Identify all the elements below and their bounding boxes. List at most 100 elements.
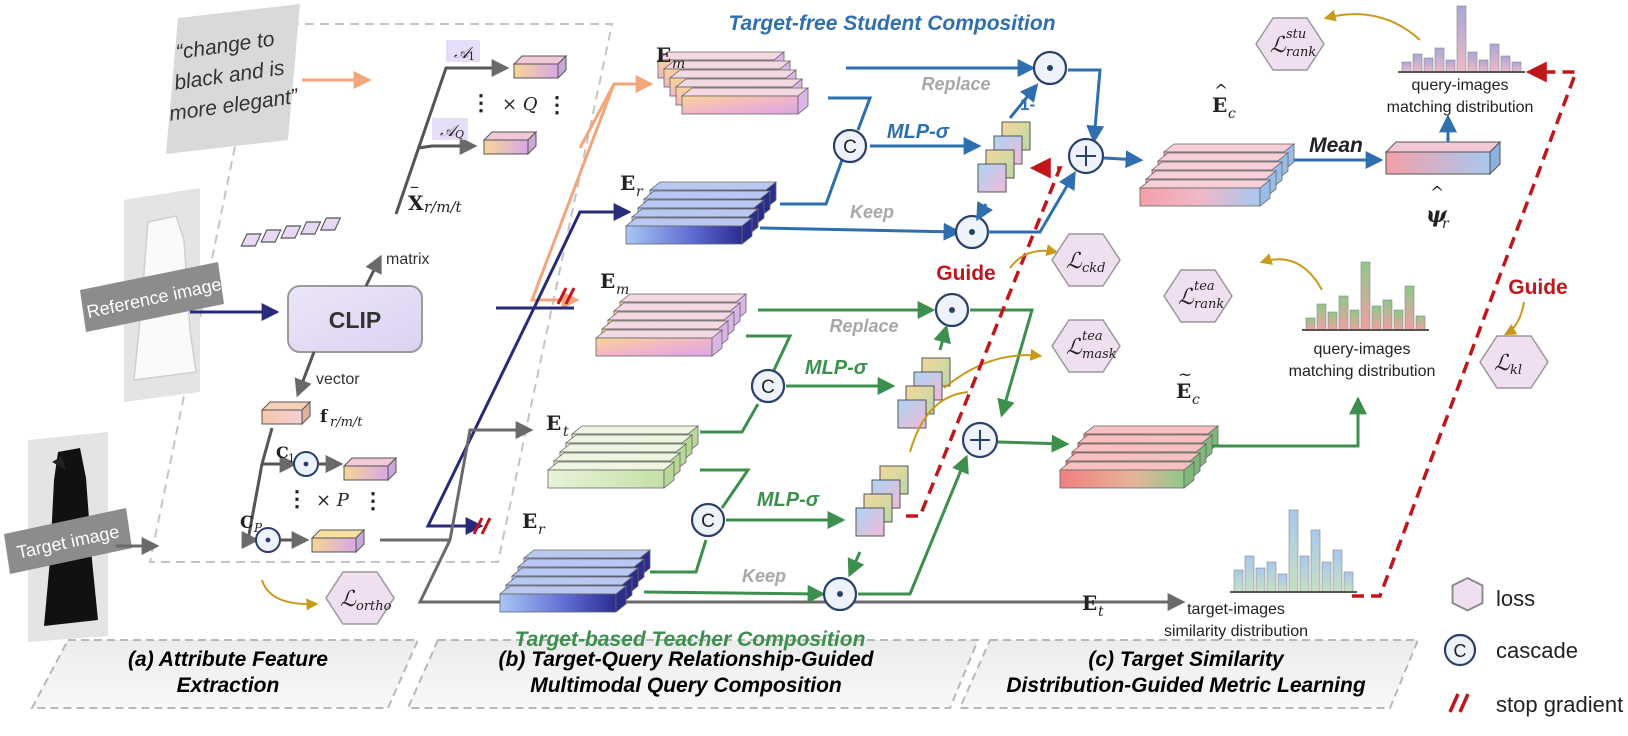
c1-label: C: [276, 443, 289, 462]
loss-rank-student-sup: stu: [1286, 27, 1306, 42]
ec-tilde-mark: ~: [1178, 365, 1192, 385]
student-replace-label: Replace: [921, 74, 990, 94]
stack-layer-top: [1156, 152, 1290, 162]
legend-cascade-label: cascade: [1496, 638, 1578, 663]
clip-label: CLIP: [329, 307, 381, 333]
histogram-bar: [1404, 285, 1415, 331]
section-a-line2: Extraction: [177, 674, 280, 697]
teacher-replace-multiply: [934, 292, 970, 328]
section-b-line2: Multimodal Query Composition: [530, 674, 842, 697]
er-teacher-sub: r: [538, 522, 546, 538]
p-vdots-right: ⋮: [362, 488, 384, 513]
loss-kl-symbol: ℒ: [1494, 351, 1511, 376]
section-a-line1: (a) Attribute Feature: [128, 648, 328, 671]
stack-layer-top: [606, 311, 736, 321]
matrix-to-aq-arrow: [417, 137, 478, 155]
histogram-bar: [1244, 555, 1255, 593]
histogram-bar: [1412, 53, 1423, 73]
et-label: E: [546, 411, 561, 435]
section-c-line1: (c) Target Similarity: [1088, 648, 1285, 671]
et-similarity-label: E: [1082, 591, 1097, 615]
teacher-dist-line2: matching distribution: [1289, 363, 1436, 380]
stack-layer-side: [741, 217, 753, 245]
attribute-extraction: “change to black and is more elegant” Re…: [4, 4, 614, 642]
matrix-cell-3: [280, 225, 302, 239]
stack-layer: [681, 95, 799, 115]
histogram-bar: [1456, 5, 1467, 73]
section-c-line2: Distribution-Guided Metric Learning: [1006, 674, 1366, 697]
section-panels: (a) Attribute Feature Extraction (b) Tar…: [30, 639, 1420, 709]
histogram-bar: [1299, 555, 1310, 593]
legend-cascade-icon: C: [1443, 633, 1477, 667]
histogram-bar: [1305, 317, 1316, 331]
attr-vdots-left: ⋮: [470, 90, 492, 115]
legend-loss-label: loss: [1496, 586, 1535, 611]
x-bar-subscript: r/m/t: [424, 198, 463, 216]
attr-a1-sub: 1: [468, 50, 475, 63]
text-to-em-student-arrow: [578, 75, 654, 149]
loss-ortho-hex: [325, 571, 395, 625]
histogram-bar: [1277, 573, 1288, 593]
stack-layer: [499, 593, 617, 613]
panel-b: [406, 639, 980, 709]
mask-square: [977, 163, 1007, 193]
stack-layer-top: [1138, 179, 1272, 189]
histogram-bar: [1434, 47, 1445, 73]
histogram-bar: [1500, 55, 1511, 73]
reference-label-band: [80, 262, 224, 332]
histogram-bar: [1310, 529, 1321, 593]
guide-label-kl: Guide: [1508, 276, 1568, 299]
attr-a1-chip: [446, 40, 480, 62]
legend-stop-gradient-label: stop gradient: [1496, 692, 1623, 717]
panel-a: [30, 639, 420, 709]
matrix-cell-5: [319, 217, 342, 231]
histogram-bar: [1360, 261, 1371, 331]
em-student-stack: [656, 51, 810, 115]
matrix-cell-4: [300, 221, 322, 235]
upper-mask-to-replace-arrow: [933, 324, 951, 351]
loss-mask-teacher-hex: [1051, 319, 1121, 373]
histogram-bar: [1321, 561, 1332, 593]
c1-sub: 1: [288, 452, 295, 465]
target-label-band: [4, 508, 132, 574]
mask-square: [855, 507, 885, 537]
teacher-mlp-lower-label: MLP-σ: [757, 489, 820, 511]
loss-kl-hex: [1479, 335, 1549, 389]
teacher-mask-stack-upper: [897, 357, 951, 429]
teacher-title: Target-based Teacher Composition: [515, 628, 866, 651]
student-dist-line1: query-images: [1412, 77, 1509, 94]
teacher-cascade-upper-symbol: C: [761, 377, 775, 398]
ec-tilde-to-dist-arrow: [1212, 396, 1367, 448]
stack-layer-top: [618, 293, 748, 303]
loss-kl-sub: kl: [1510, 363, 1522, 378]
stack-layer: [625, 225, 743, 245]
text-prompt-card: “change to black and is more elegant”: [166, 4, 300, 154]
em-teacher-label: E: [600, 269, 615, 293]
loss-mask-teacher-sup: tea: [1082, 329, 1103, 344]
f-to-cp-arrow: [241, 463, 264, 549]
student-keep-label: Keep: [850, 202, 894, 222]
ckd-loss-arrow: [1009, 244, 1059, 269]
histogram-bar: [1255, 567, 1266, 593]
stack-layer-top: [624, 217, 754, 227]
replace-to-sum-arrow: [1068, 68, 1105, 144]
psi-label: ψ: [1426, 202, 1448, 228]
histogram-bar: [1316, 303, 1327, 331]
student-mask-stack: [977, 121, 1031, 193]
histogram-bar: [1349, 309, 1360, 331]
teacher-replace-to-sum-arrow: [970, 308, 1034, 418]
er-teacher-stack: [498, 549, 652, 613]
p-vdots-left: ⋮: [286, 486, 308, 511]
kl-guide-dashed-arrow: [1352, 61, 1579, 598]
clip-encoder-box: [287, 285, 423, 353]
teacher-histogram: [1302, 261, 1429, 331]
student-composition: Target-free Student Composition E m E r …: [620, 5, 1533, 250]
stack-layer-top: [1150, 161, 1284, 171]
stack-layer-side: [663, 461, 675, 489]
target-histogram: [1230, 509, 1357, 593]
legend-stop-gradient-icon: [1448, 693, 1470, 713]
target-to-similarity-arrow: [417, 539, 1186, 611]
histogram-bar: [1415, 315, 1426, 331]
